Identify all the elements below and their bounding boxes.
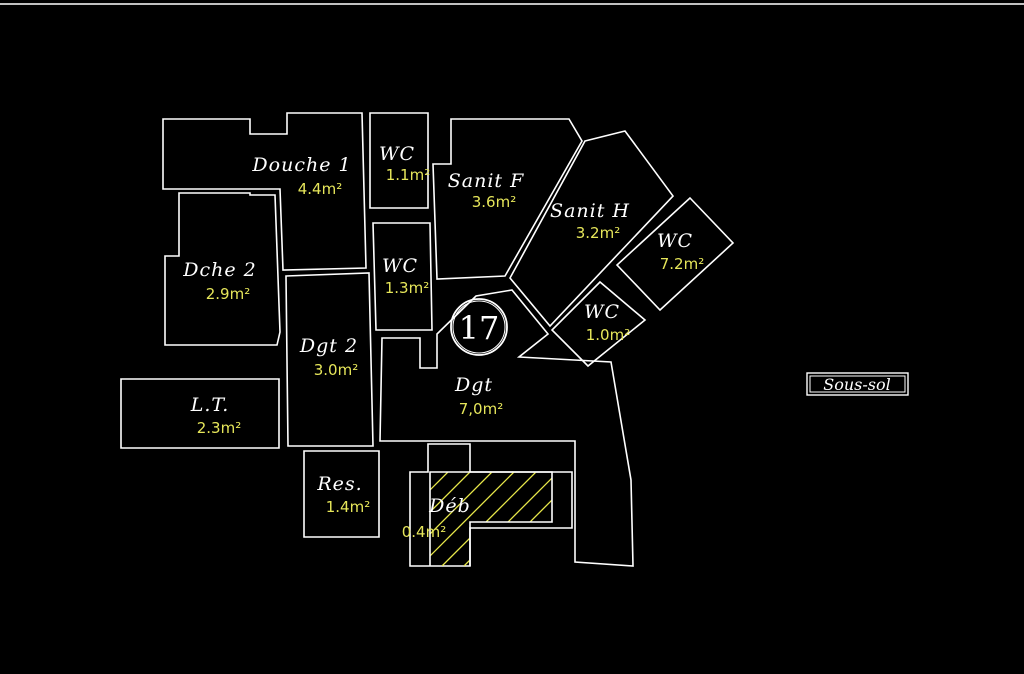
room-outline-wc-top	[369, 112, 429, 209]
level-tag-inner	[809, 375, 906, 393]
room-name: Déb	[428, 495, 471, 517]
room-area: 2.9m²	[206, 285, 250, 303]
room-area: 0.4m²	[402, 523, 446, 541]
room-outline-deb-inner	[429, 471, 553, 566]
room-name: Dche 2	[182, 259, 256, 281]
room-area: 7.2m²	[660, 255, 704, 273]
room-outline-lt	[120, 378, 280, 449]
hatch-line	[430, 472, 455, 566]
room-outline-sanit-f	[432, 118, 583, 280]
room-area: 1.3m²	[385, 279, 429, 297]
room-outline-wc-middle	[372, 222, 433, 331]
level-tag-outer	[806, 372, 909, 396]
hatch-line	[574, 466, 674, 566]
room-area: 7,0m²	[459, 400, 503, 418]
room-outline-dche-2	[164, 192, 281, 346]
level-label: Sous-sol	[823, 375, 890, 394]
room-outline-dgt-2	[285, 272, 374, 447]
room-name: WC	[382, 255, 418, 277]
room-name: Douche 1	[251, 154, 351, 176]
room-outline-res	[303, 450, 380, 538]
room-name: L.T.	[190, 394, 230, 416]
plan-number-circle	[450, 298, 508, 356]
room-name: Sanit F	[448, 170, 525, 192]
hatch-line	[430, 472, 521, 566]
plan-number: 17	[459, 309, 500, 347]
hatch-line	[507, 472, 552, 566]
room-outline-deb	[409, 443, 573, 567]
hatch-line	[441, 472, 543, 566]
room-name: WC	[379, 143, 415, 165]
room-area: 1.4m²	[326, 498, 370, 516]
room-area: 3.0m²	[314, 361, 358, 379]
room-name: Res.	[316, 473, 362, 495]
hatch-line	[485, 472, 552, 566]
room-area: 3.6m²	[472, 193, 516, 211]
room-name: Sanit H	[550, 200, 630, 222]
room-name: Dgt 2	[299, 335, 358, 357]
room-outline-wc-small	[550, 280, 647, 368]
hatch-line	[596, 466, 696, 566]
room-outline-sanit-h	[509, 130, 675, 328]
room-area: 3.2m²	[576, 224, 620, 242]
room-outline-dgt	[379, 289, 634, 567]
hatch-line	[463, 472, 552, 566]
room-area: 4.4m²	[298, 180, 342, 198]
room-name: Dgt	[454, 374, 493, 396]
room-outline-wc-right	[615, 196, 735, 312]
room-outline-douche-1	[162, 112, 367, 271]
hatch-line	[529, 472, 552, 566]
room-name: WC	[584, 301, 620, 323]
room-name: WC	[657, 230, 693, 252]
room-area: 1.1m²	[386, 166, 430, 184]
hatch-line	[430, 472, 499, 566]
room-area: 2.3m²	[197, 419, 241, 437]
room-area: 1.0m²	[586, 326, 630, 344]
hatch-pattern	[430, 466, 696, 566]
hatch-line	[430, 472, 477, 566]
plan-number-inner-circle	[452, 300, 506, 354]
room-labels: Douche 1 4.4m² WC 1.1m² Sanit F 3.6m² Sa…	[182, 143, 704, 541]
hatch-line	[551, 472, 552, 566]
